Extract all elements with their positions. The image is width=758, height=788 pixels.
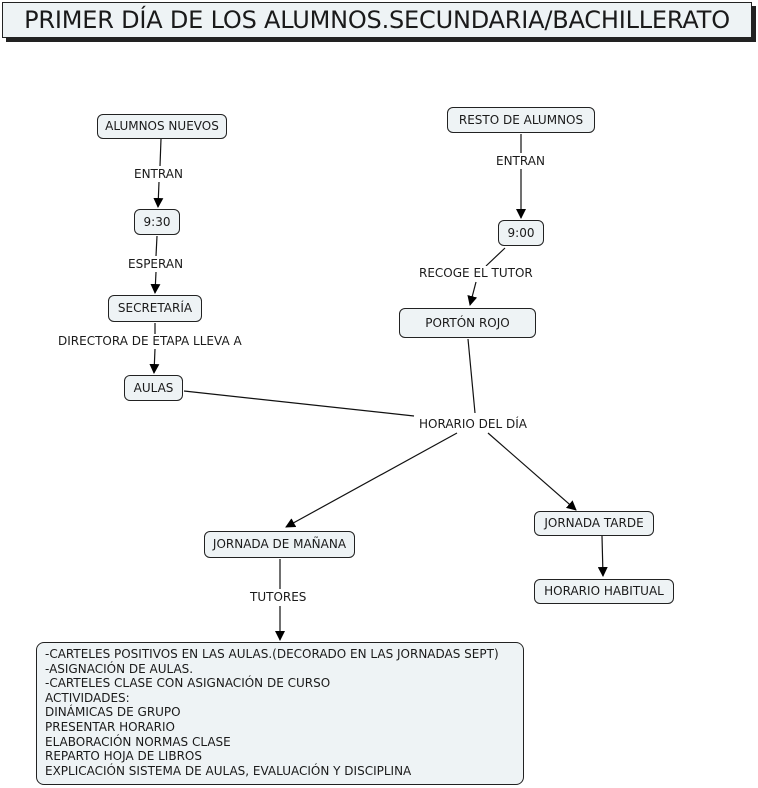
- node-porton-rojo[interactable]: PORTÓN ROJO: [399, 308, 536, 338]
- actividades-line: EXPLICACIÓN SISTEMA DE AULAS, EVALUACIÓN…: [45, 763, 412, 778]
- link-label-entran-resto: ENTRAN: [495, 154, 546, 168]
- link-recoge-porton: [467, 281, 478, 306]
- node-jornada-tarde[interactable]: JORNADA TARDE: [534, 511, 654, 536]
- link-label-entran-nuevos: ENTRAN: [133, 167, 184, 181]
- diagram-title: PRIMER DÍA DE LOS ALUMNOS.SECUNDARIA/BAC…: [2, 2, 752, 38]
- node-horario-habitual[interactable]: HORARIO HABITUAL: [534, 579, 674, 604]
- node-horario-del-dia[interactable]: HORARIO DEL DÍA: [418, 417, 528, 431]
- link-porton-horario: [467, 338, 476, 414]
- node-actividades[interactable]: -CARTELES POSITIVOS EN LAS AULAS.(DECORA…: [36, 642, 524, 785]
- link-tarde-habitual: [597, 535, 608, 577]
- actividades-line: DINÁMICAS DE GRUPO: [45, 705, 181, 720]
- link-label-tutores: TUTORES: [249, 590, 308, 604]
- actividades-line: -ASIGNACIÓN DE AULAS.: [45, 661, 194, 676]
- link-label-directora: DIRECTORA DE ETAPA LLEVA A: [57, 334, 243, 348]
- link-horario-tarde: [487, 432, 577, 511]
- actividades-line: PRESENTAR HORARIO: [45, 719, 175, 734]
- node-aulas[interactable]: AULAS: [124, 375, 183, 401]
- link-label-recoge-tutor: RECOGE EL TUTOR: [418, 266, 534, 280]
- actividades-line: -CARTELES POSITIVOS EN LAS AULAS.(DECORA…: [45, 647, 499, 661]
- link-horario-manana: [285, 432, 458, 528]
- actividades-line: -CARTELES CLASE CON ASIGNACIÓN DE CURSO: [45, 676, 331, 691]
- node-secretaria[interactable]: SECRETARÍA: [108, 295, 202, 322]
- actividades-line: REPARTO HOJA DE LIBROS: [45, 749, 202, 764]
- node-alumnos-nuevos[interactable]: ALUMNOS NUEVOS: [97, 114, 227, 139]
- link-930-esperan: [155, 235, 158, 257]
- actividades-line: ELABORACIÓN NORMAS CLASE: [45, 734, 231, 749]
- node-hora-900[interactable]: 9:00: [498, 220, 544, 246]
- link-aulas-horario: [183, 390, 415, 417]
- link-directora-aulas: [149, 348, 160, 374]
- node-hora-930[interactable]: 9:30: [134, 209, 180, 235]
- node-resto-alumnos[interactable]: RESTO DE ALUMNOS: [447, 107, 595, 133]
- link-900-recoge: [485, 247, 506, 267]
- node-jornada-manana[interactable]: JORNADA DE MAÑANA: [204, 531, 355, 558]
- link-alumnos-nuevos-entran: [159, 138, 162, 167]
- link-label-esperan: ESPERAN: [127, 257, 185, 271]
- link-esperan-secretaria: [150, 271, 161, 294]
- link-entran-930: [153, 181, 164, 208]
- actividades-line: ACTIVIDADES:: [45, 690, 130, 705]
